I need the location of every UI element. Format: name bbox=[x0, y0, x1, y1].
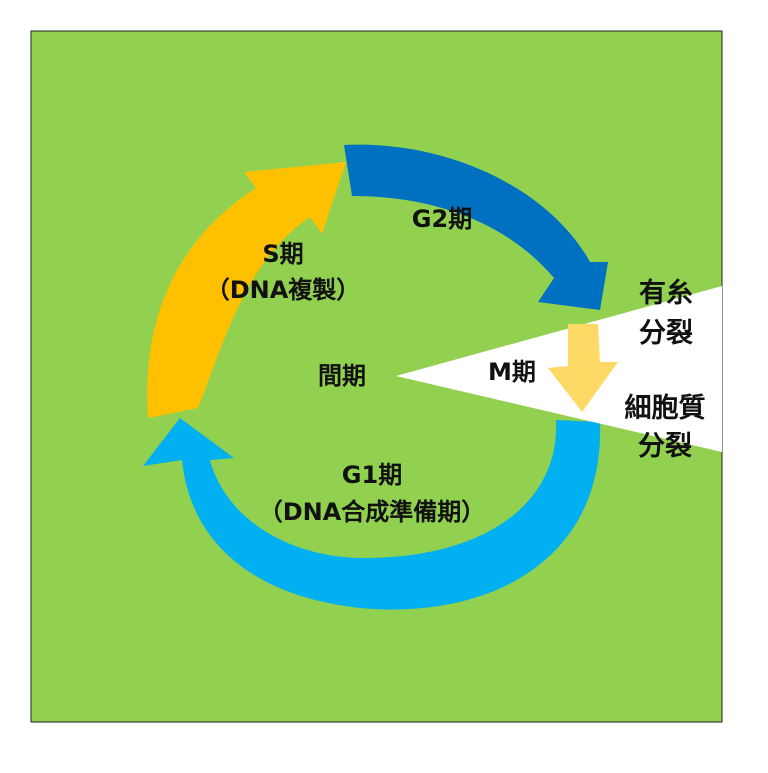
s-phase-arrow bbox=[147, 162, 346, 418]
g2-phase-arrow bbox=[344, 144, 608, 310]
s-phase-label: S期 bbox=[262, 240, 303, 268]
g1-phase-label: G1期 bbox=[342, 461, 402, 489]
cytokinesis-label-line1: 細胞質 bbox=[625, 393, 706, 424]
m-phase-label: M期 bbox=[488, 358, 536, 386]
interphase-label: 間期 bbox=[318, 362, 366, 390]
m-phase-arrow bbox=[548, 324, 618, 412]
g1-phase-sublabel: （DNA合成準備期） bbox=[259, 498, 486, 526]
g1-phase-arrow bbox=[143, 418, 601, 610]
cytokinesis-label-line2: 分裂 bbox=[638, 431, 692, 462]
s-phase-sublabel: （DNA複製） bbox=[206, 276, 361, 304]
mitosis-label-line1: 有糸 bbox=[639, 278, 693, 309]
g2-phase-label: G2期 bbox=[412, 205, 472, 233]
mitosis-label-line2: 分裂 bbox=[639, 318, 693, 349]
